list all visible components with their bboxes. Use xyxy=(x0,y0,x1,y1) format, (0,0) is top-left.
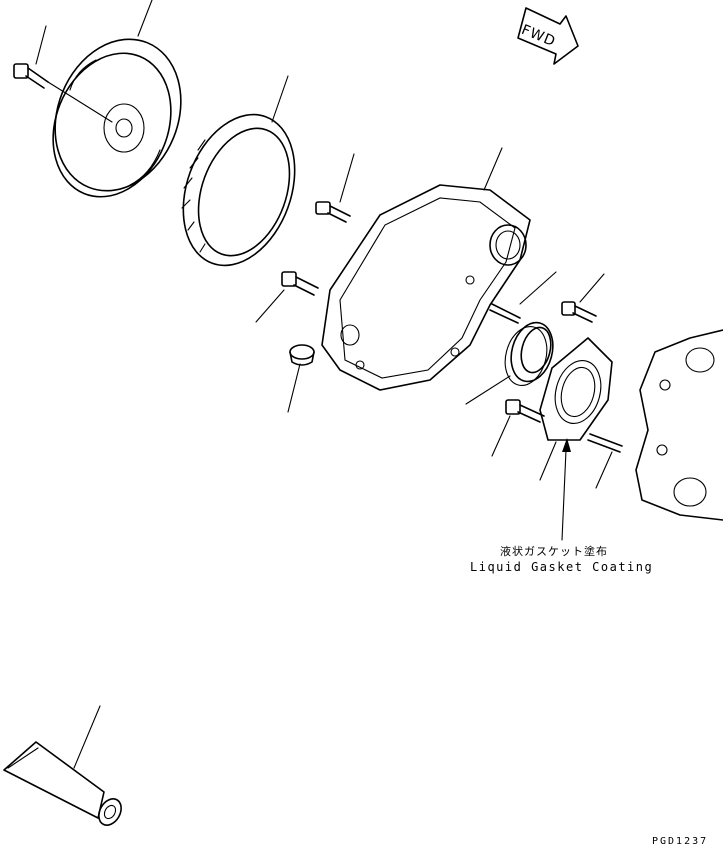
seal-housing-bolt-lower xyxy=(505,399,545,423)
cylinder-block xyxy=(635,329,723,521)
seal-housing xyxy=(539,337,613,441)
figure-code: PGD1237 xyxy=(652,836,709,847)
gasket-note-japanese: 液状ガスケット塗布 xyxy=(500,545,608,558)
gasket-note-english: Liquid Gasket Coating xyxy=(470,560,654,574)
seal-housing-bolt-upper xyxy=(561,301,597,323)
housing-bolt-upper xyxy=(315,201,351,223)
seal-housing-pin xyxy=(587,433,623,453)
oil-seal xyxy=(504,321,554,386)
flywheel-housing xyxy=(321,184,531,391)
leader-lines xyxy=(35,0,613,769)
plug xyxy=(289,344,315,366)
coating-arrow xyxy=(561,438,571,541)
flywheel-bolt xyxy=(13,63,113,123)
housing-bolt-lower xyxy=(281,271,319,296)
flywheel xyxy=(52,38,182,198)
forward-arrow-icon xyxy=(517,7,579,65)
ring-gear xyxy=(181,113,296,267)
liquid-gasket-tube xyxy=(3,741,122,826)
dowel-pin xyxy=(489,303,521,324)
